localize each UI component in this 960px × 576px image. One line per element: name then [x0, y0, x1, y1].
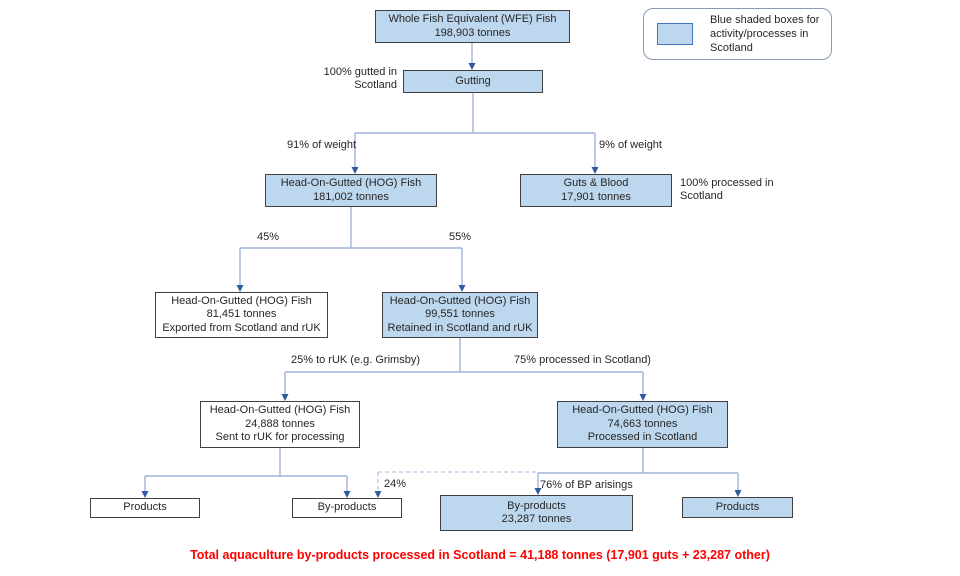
connector-gutting-split: [354, 93, 596, 170]
legend-label: Blue shaded boxes for activity/processes…: [710, 13, 820, 55]
arrowhead: [343, 491, 351, 498]
node-gutting-label: Gutting: [455, 74, 491, 87]
node-byproducts-scotland-label: By-products 23,287 tonnes: [501, 499, 572, 525]
label-25-ruk: 25% to rUK (e.g. Grimsby): [291, 354, 420, 366]
node-wfe-fish: Whole Fish Equivalent (WFE) Fish 198,903…: [375, 10, 570, 43]
node-hog-181002-label: Head-On-Gutted (HOG) Fish 181,002 tonnes: [280, 177, 422, 203]
arrowhead: [534, 488, 542, 495]
label-45-percent: 45%: [257, 231, 280, 243]
label-76-bp-arisings: 76% of BP arisings: [540, 479, 633, 491]
connector-hog74-split: [537, 448, 739, 493]
node-wfe-fish-label: Whole Fish Equivalent (WFE) Fish 198,903…: [388, 13, 557, 39]
node-hog-24888-ruk: Head-On-Gutted (HOG) Fish 24,888 tonnes …: [200, 401, 360, 448]
label-75-scotland: 75% processed in Scotland): [514, 354, 651, 366]
node-hog-74663-scotland: Head-On-Gutted (HOG) Fish 74,663 tonnes …: [557, 401, 728, 448]
legend-blue-box-swatch: [657, 23, 693, 45]
arrowhead: [374, 491, 382, 498]
node-hog-181002: Head-On-Gutted (HOG) Fish 181,002 tonnes: [265, 174, 437, 207]
total-byproducts-note: Total aquaculture by-products processed …: [190, 548, 770, 562]
connector-dashed-bp-export: [377, 471, 536, 492]
label-55-percent: 55%: [449, 231, 472, 243]
connector-hog99-split: [284, 338, 644, 397]
arrowhead: [281, 394, 289, 401]
arrowhead: [734, 490, 742, 497]
node-byproducts-scotland: By-products 23,287 tonnes: [440, 495, 633, 531]
node-hog-81451-exported: Head-On-Gutted (HOG) Fish 81,451 tonnes …: [155, 292, 328, 338]
arrowhead: [141, 491, 149, 498]
node-hog-99551-label: Head-On-Gutted (HOG) Fish 99,551 tonnes …: [387, 294, 533, 334]
label-24-percent: 24%: [384, 478, 407, 490]
node-byproducts-ruk-label: By-products: [317, 501, 377, 514]
legend: Blue shaded boxes for activity/processes…: [643, 8, 832, 60]
label-100-gutted: 100% gutted in Scotland: [323, 66, 397, 92]
arrowhead: [468, 63, 476, 70]
label-9-percent: 9% of weight: [599, 139, 662, 151]
arrowhead: [236, 285, 244, 292]
node-products-scotland-label: Products: [715, 500, 760, 513]
node-products-ruk-label: Products: [123, 501, 167, 514]
label-100-processed: 100% processed in Scotland: [680, 177, 774, 203]
node-products-ruk: Products: [90, 498, 200, 518]
label-91-percent: 91% of weight: [287, 139, 357, 151]
node-hog-24888-label: Head-On-Gutted (HOG) Fish 24,888 tonnes …: [209, 404, 351, 444]
node-byproducts-ruk: By-products: [292, 498, 402, 518]
connector-hog181-split: [239, 207, 463, 288]
node-guts-blood-label: Guts & Blood 17,901 tonnes: [561, 177, 631, 203]
node-products-scotland: Products: [682, 497, 793, 518]
arrowhead: [591, 167, 599, 174]
node-hog-81451-label: Head-On-Gutted (HOG) Fish 81,451 tonnes …: [162, 294, 321, 334]
arrowhead: [639, 394, 647, 401]
connector-hog24-split: [144, 448, 348, 494]
arrowhead: [458, 285, 466, 292]
node-gutting: Gutting: [403, 70, 543, 93]
node-hog-99551-retained: Head-On-Gutted (HOG) Fish 99,551 tonnes …: [382, 292, 538, 338]
node-guts-blood: Guts & Blood 17,901 tonnes: [520, 174, 672, 207]
node-hog-74663-label: Head-On-Gutted (HOG) Fish 74,663 tonnes …: [572, 404, 713, 444]
arrowhead: [351, 167, 359, 174]
